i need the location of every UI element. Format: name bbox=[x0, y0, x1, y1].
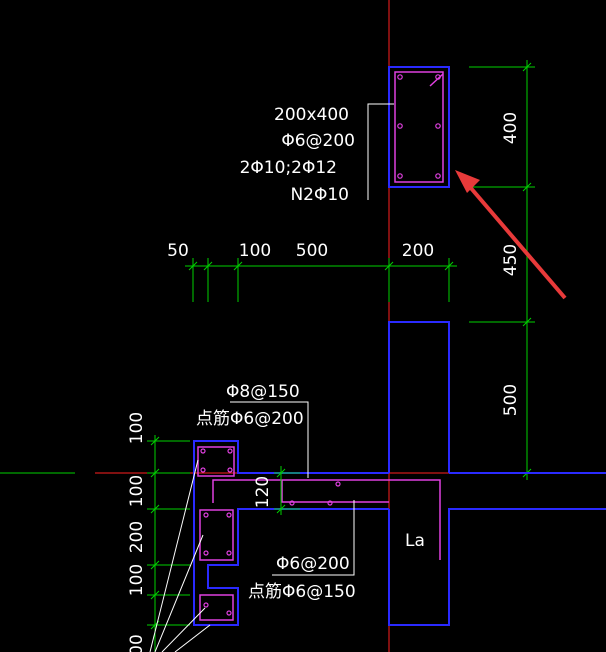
left-dimension-200: 200 bbox=[127, 521, 147, 553]
right-dimension-500: 500 bbox=[501, 384, 521, 416]
pointer-arrow-shaft bbox=[462, 178, 567, 300]
thickness-label: 120 bbox=[253, 476, 273, 508]
stirrup-hook bbox=[429, 73, 444, 87]
slab-top-leader-line bbox=[230, 401, 309, 478]
top-dimension-chain bbox=[185, 258, 457, 302]
top-dimension-500: 500 bbox=[296, 241, 328, 261]
slab-bottom-leader-line bbox=[272, 500, 355, 576]
left-dimension-chain bbox=[147, 435, 190, 652]
slab-bottom-rebar-label: Φ6@200 bbox=[276, 554, 350, 574]
beam-side-bars-label: N2Φ10 bbox=[290, 185, 349, 205]
beam-stirrup-label: Φ6@200 bbox=[281, 131, 355, 151]
left-leader-lines bbox=[149, 459, 211, 652]
slab-rebar-dots bbox=[200, 448, 341, 616]
slab-rebar bbox=[197, 446, 441, 621]
left-dimension-cut: 00 bbox=[127, 634, 147, 652]
slab-top-distribution-label: 点筋Φ6@200 bbox=[196, 409, 304, 429]
right-dimension-400: 400 bbox=[501, 112, 521, 144]
column-label: La bbox=[405, 531, 425, 551]
slab-top-rebar-label: Φ8@150 bbox=[226, 382, 300, 402]
beam-size-label: 200x400 bbox=[274, 105, 349, 125]
beam-main-bars-label: 2Φ10;2Φ12 bbox=[240, 158, 337, 178]
left-dimension-100-top: 100 bbox=[127, 412, 147, 444]
left-dimension-100-third: 100 bbox=[127, 564, 147, 596]
right-dimension-450: 450 bbox=[501, 244, 521, 276]
thickness-dimension bbox=[274, 466, 300, 515]
top-dimension-50: 50 bbox=[167, 241, 189, 261]
column-lower-outline bbox=[388, 508, 606, 626]
column-outline bbox=[388, 321, 450, 473]
beam-section-outline bbox=[388, 66, 450, 188]
pointer-arrow-head bbox=[455, 170, 480, 193]
top-dimension-100: 100 bbox=[239, 241, 271, 261]
top-dimension-200: 200 bbox=[402, 241, 434, 261]
slab-bottom-distribution-label: 点筋Φ6@150 bbox=[248, 582, 356, 602]
beam-leader-line bbox=[367, 103, 394, 200]
slab-outline bbox=[193, 440, 389, 626]
beam-stirrup bbox=[394, 71, 444, 183]
beam-rebars bbox=[397, 74, 441, 179]
left-dimension-100-second: 100 bbox=[127, 475, 147, 507]
